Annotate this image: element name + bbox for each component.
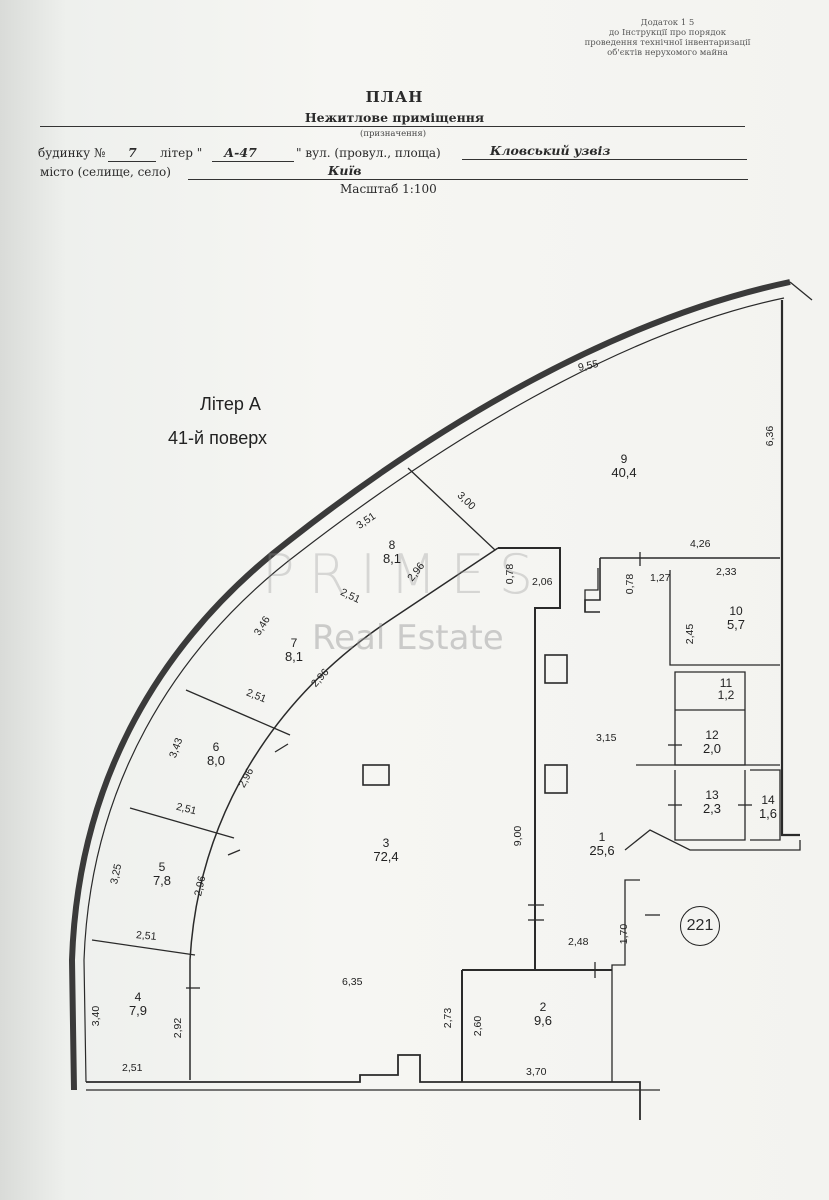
dimension-label: 2,51	[135, 929, 157, 943]
partition-6-7	[185, 689, 291, 736]
room-10-wall	[669, 570, 780, 666]
dimension-label: 3,15	[596, 732, 617, 744]
appendix-line: до Інструкції про порядок	[608, 28, 727, 38]
page-number-badge: 221	[680, 906, 720, 946]
street-value: Кловський узвіз	[490, 143, 611, 158]
building-underline	[108, 161, 156, 162]
city-underline	[188, 179, 748, 180]
liter-label: літер "	[160, 146, 203, 160]
liter-underline	[212, 161, 294, 162]
appendix-note: Додаток 1 5 до Інструкції про порядок пр…	[560, 18, 775, 58]
outer-curved-wall	[68, 279, 791, 1091]
dimension-label: 2,33	[716, 566, 737, 578]
subtitle-underline	[40, 126, 745, 127]
city-label: місто (селище, село)	[40, 165, 171, 179]
right-wall	[780, 300, 800, 837]
corner-cap	[789, 281, 813, 301]
door-tick	[274, 743, 289, 753]
dimension-label: 2,51	[122, 1062, 143, 1074]
stair-step	[584, 568, 599, 612]
column	[544, 764, 568, 794]
dimension-label: 2,45	[684, 623, 697, 645]
street-label: " вул. (провул., площа)	[296, 146, 441, 160]
dimension-label: 6,35	[342, 976, 363, 988]
inner-partition-curve	[189, 547, 499, 1080]
dimension-label: 0,78	[624, 573, 637, 595]
floor-caption: 41-й поверх	[168, 428, 268, 448]
appendix-line: Додаток 1 5	[640, 18, 695, 28]
city-value: Київ	[328, 163, 362, 178]
dimension-label: 1,27	[650, 572, 671, 584]
dimension-label: 2,48	[568, 936, 589, 948]
appendix-line: об'єктів нерухомого майна	[607, 48, 728, 58]
building-number: 7	[128, 145, 137, 160]
dimension-label: 0,78	[504, 563, 517, 585]
watermark-logo: PRIMES	[262, 543, 547, 606]
room-14-wall	[750, 769, 781, 841]
dimension-label: 2,60	[472, 1015, 485, 1037]
dimension-label: 4,26	[690, 538, 711, 550]
scale-caption: Масштаб 1:100	[340, 182, 437, 196]
liter-value: А-47	[224, 145, 257, 160]
street-underline	[462, 159, 747, 160]
dimension-label: 2,92	[172, 1017, 185, 1039]
appendix-line: проведення технічної інвентаризації	[584, 38, 751, 48]
corridor-right-wall	[611, 879, 640, 1082]
dimension-label: 3,40	[90, 1005, 103, 1027]
bottom-wall	[86, 1054, 641, 1120]
liter-caption: Літер А	[200, 394, 261, 414]
document-subtitle: Нежитлове приміщення	[304, 110, 485, 125]
dimension-label: 2,06	[532, 576, 553, 588]
watermark-text: Real Estate	[312, 618, 504, 658]
column	[544, 654, 568, 684]
document-title: ПЛАН	[365, 88, 424, 106]
column	[362, 764, 390, 786]
partition-8-9	[407, 467, 496, 551]
core-wall	[498, 547, 561, 970]
building-label: будинку №	[38, 146, 106, 160]
inner-curved-wall-line	[83, 297, 785, 1083]
partition-5-6	[129, 807, 235, 839]
purpose-caption: (призначення)	[360, 129, 427, 139]
door-tick	[227, 849, 241, 856]
dimension-label: 3,70	[526, 1066, 547, 1078]
entrance-wall	[624, 829, 801, 851]
dimension-label: 6,36	[764, 425, 777, 447]
partition-4-5	[91, 939, 196, 956]
dimension-label: 2,73	[442, 1007, 455, 1029]
dimension-label: 1,70	[618, 923, 631, 945]
dimension-label: 9,00	[512, 825, 525, 847]
